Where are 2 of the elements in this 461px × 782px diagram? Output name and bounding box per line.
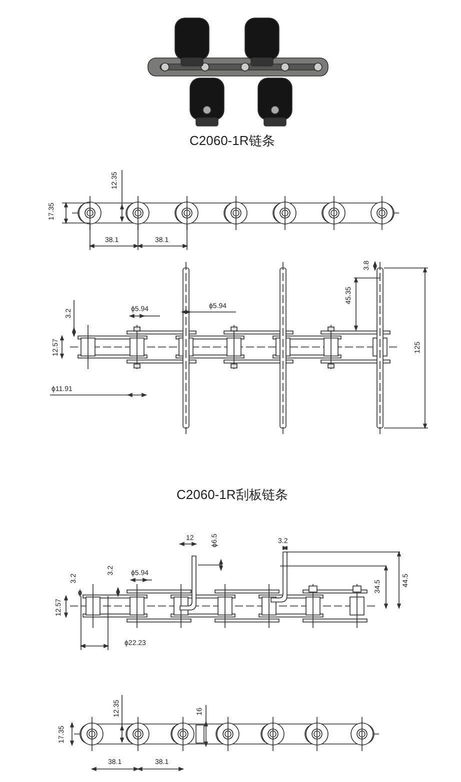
drawing-title: C2060-1R链条	[190, 134, 275, 146]
drawing-title: C2060-1R刮板链条	[176, 488, 288, 500]
